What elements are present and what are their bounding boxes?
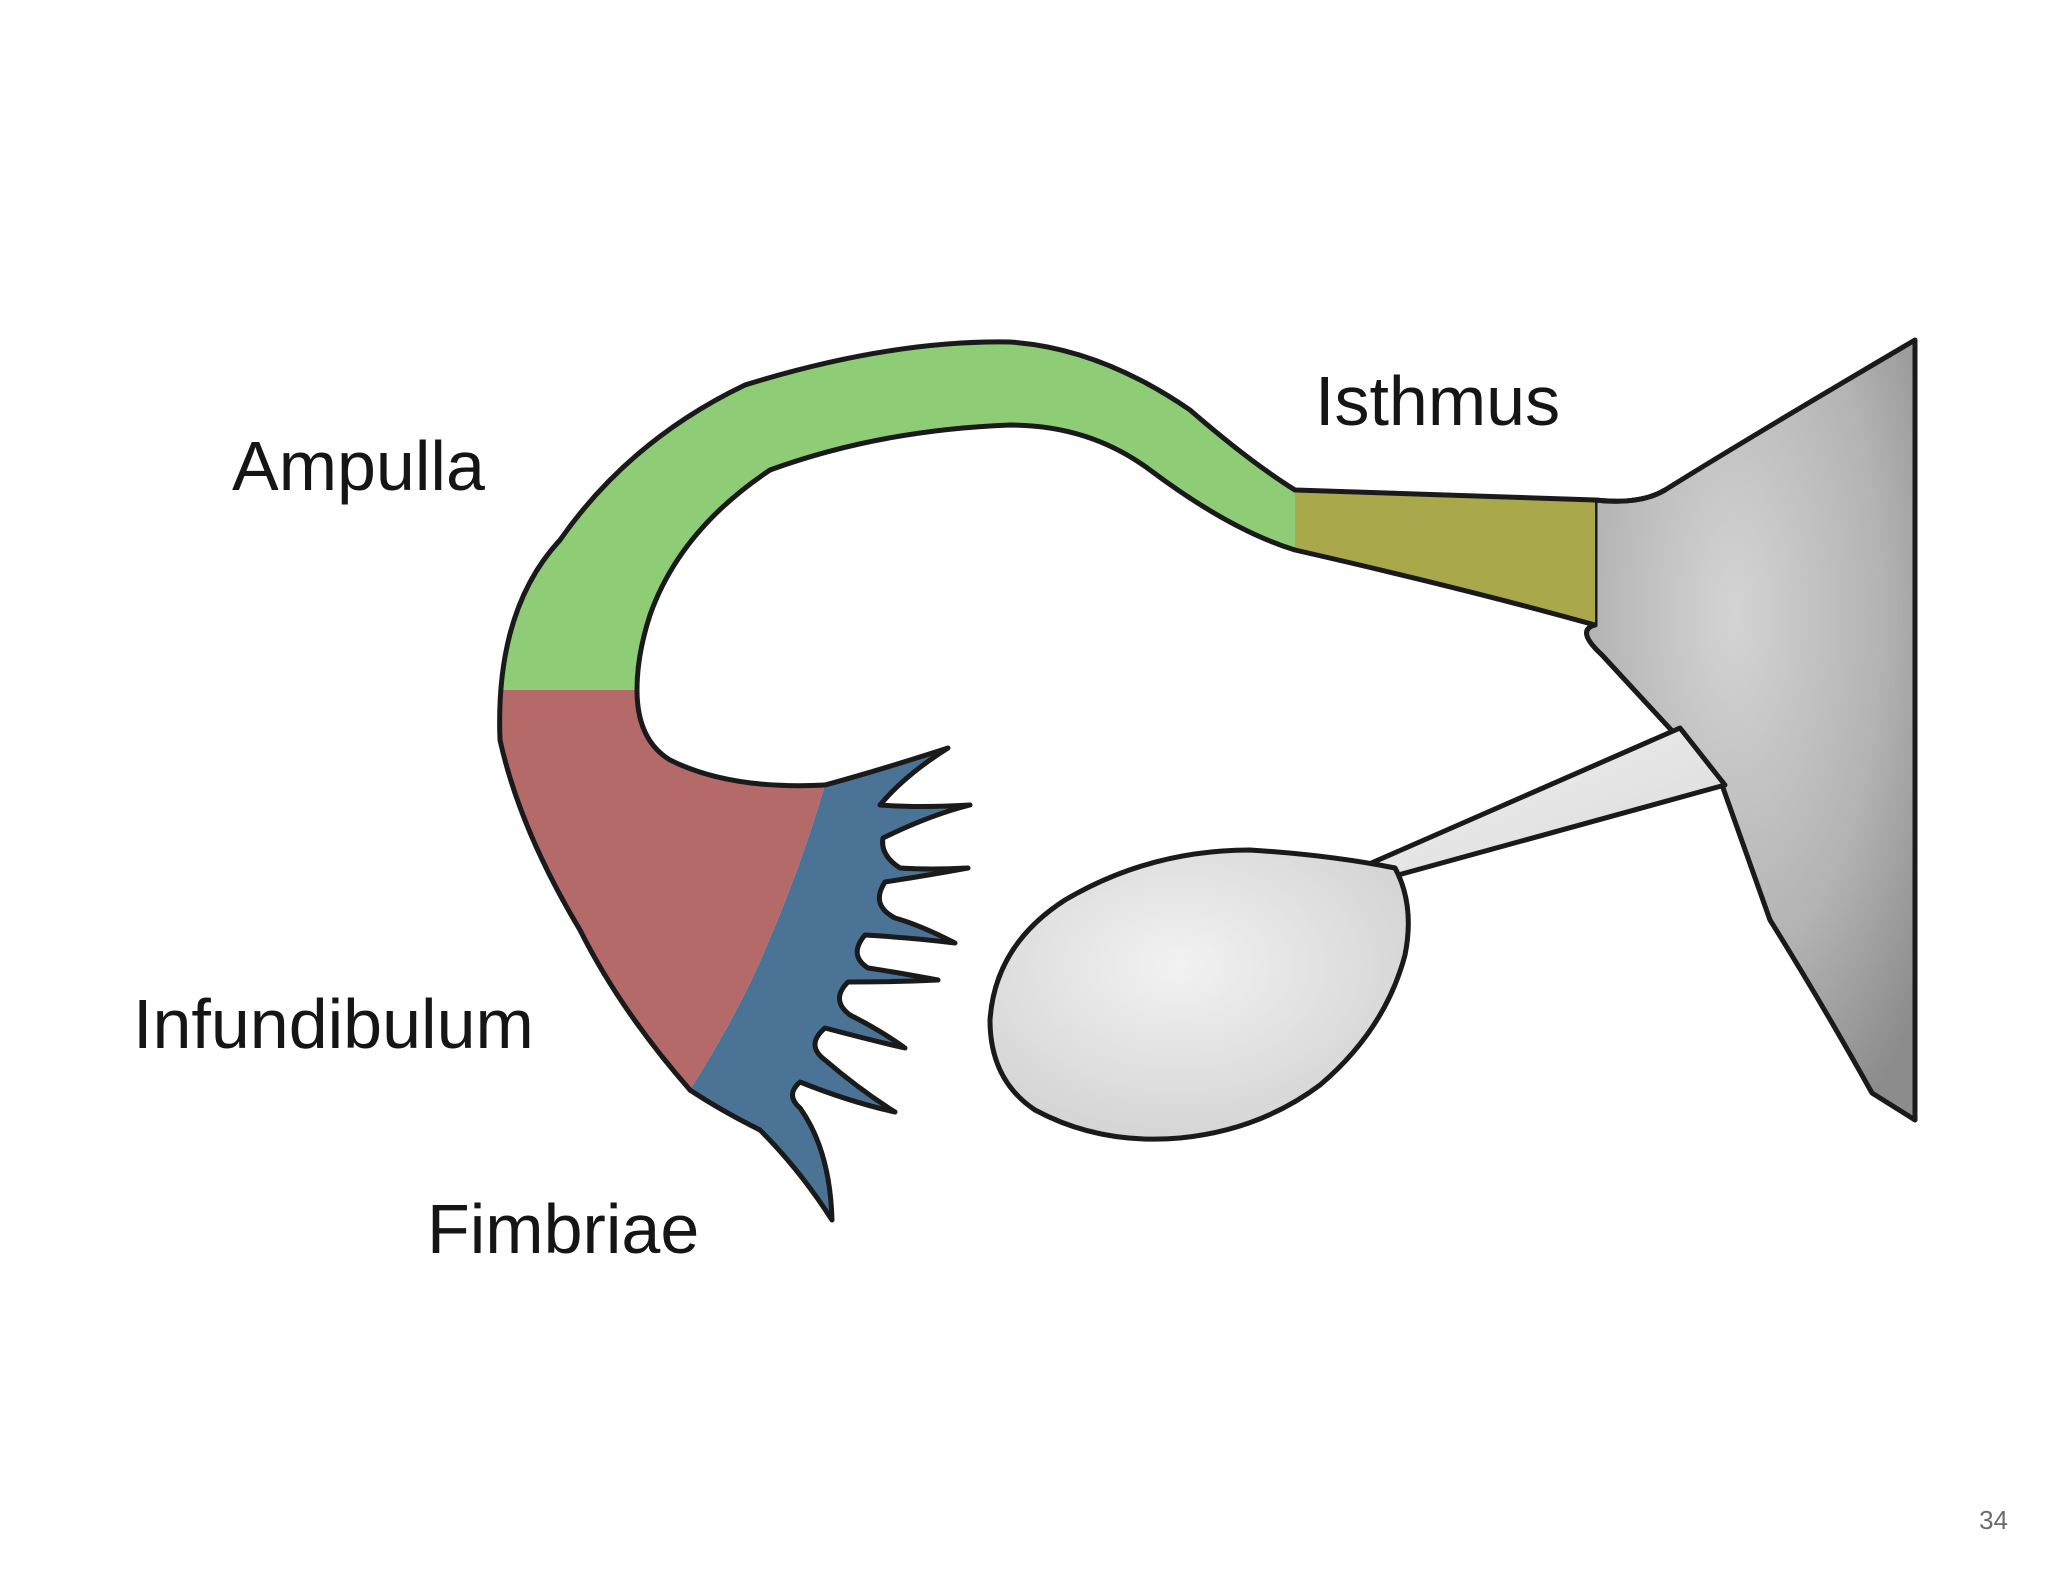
ampulla-segment [500, 341, 1295, 690]
label-ampulla: Ampulla [232, 427, 485, 505]
tube-outline [497, 339, 1668, 1093]
ovarian-ligament-shape [1357, 725, 1728, 883]
page-number: 34 [1979, 1505, 2008, 1535]
isthmus-segment [1295, 490, 1595, 625]
label-fimbriae: Fimbriae [427, 1190, 699, 1268]
ovary-shape [987, 847, 1411, 1142]
uterus-shape [1584, 337, 1918, 1123]
label-infundibulum: Infundibulum [133, 985, 534, 1063]
infundibulum-segment [500, 690, 825, 1090]
fimbriae-outline [687, 745, 973, 1223]
label-isthmus: Isthmus [1315, 362, 1560, 440]
tube-inner-outline [634, 422, 1598, 789]
fimbriae-shape [690, 748, 970, 1220]
